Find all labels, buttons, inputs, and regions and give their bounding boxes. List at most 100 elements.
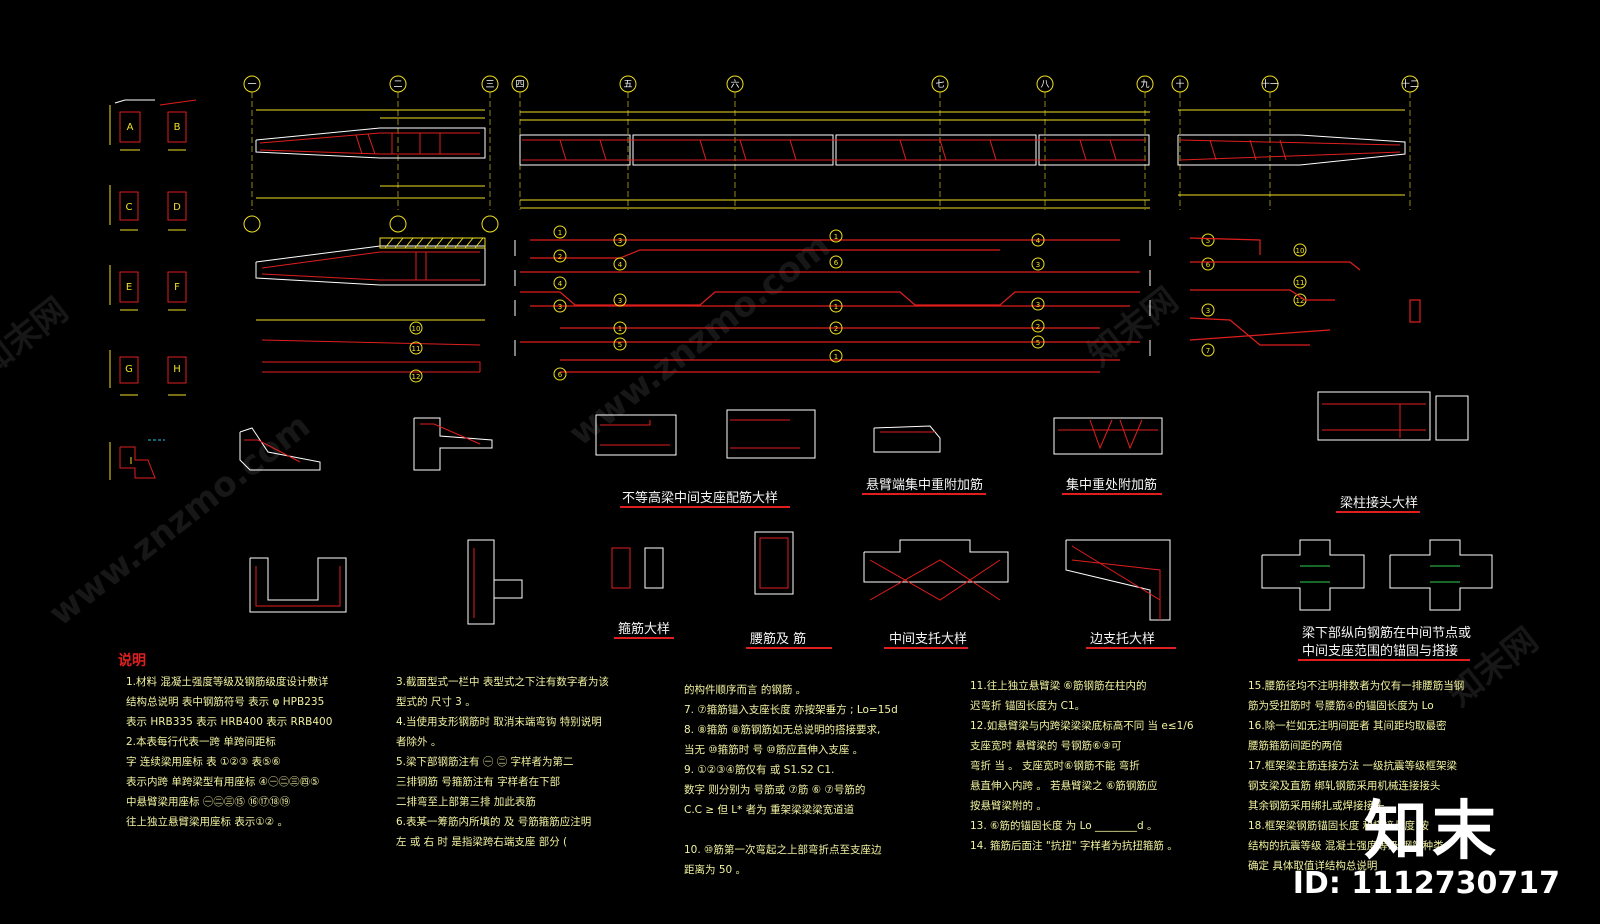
- waist-bar-title: 腰筋及 筋: [750, 632, 807, 647]
- rebar-mark-bubble: 3: [613, 293, 627, 307]
- stirrups: [559, 139, 1287, 161]
- axis-bubble: [389, 215, 407, 233]
- svg-text:11: 11: [412, 345, 421, 353]
- note-line: 的构件顺序而言 的钢筋 。: [684, 684, 807, 696]
- note-line: 16.除一栏如无注明间距者 其间距均取最密: [1248, 720, 1447, 732]
- note-line: 迟弯折 锚固长度为 C1。: [970, 700, 1086, 712]
- axis-bubble: 十二: [1401, 75, 1419, 210]
- note-line: 10. ⑩筋第一次弯起之上部弯折点至支座边: [684, 844, 882, 856]
- title-underline: [746, 647, 832, 649]
- section-letter: D: [173, 202, 181, 213]
- svg-text:10: 10: [1296, 247, 1305, 255]
- note-line: 5.梁下部钢筋注有 ㊀ ㊁ 字样者为第二: [396, 756, 574, 768]
- rebar-mark-bubble: 10: [1293, 243, 1307, 257]
- svg-text:六: 六: [730, 78, 739, 90]
- svg-text:3: 3: [1036, 301, 1040, 309]
- svg-text:12: 12: [1296, 297, 1305, 305]
- note-line: 钢支梁及直筋 绑轧钢筋采用机械连接接头: [1248, 780, 1441, 792]
- svg-text:七: 七: [935, 79, 944, 90]
- title-underline: [1062, 493, 1162, 495]
- title-underline: [620, 506, 790, 508]
- note-line: 9. ①②③④筋仅有 或 S1.S2 C1.: [684, 764, 835, 776]
- note-line: 三排钢筋 号箍筋注有 字样者在下部: [396, 776, 561, 788]
- section-letter: G: [125, 364, 133, 375]
- stirrup-mark: [739, 139, 747, 161]
- svg-text:5: 5: [618, 341, 622, 349]
- title-underline: [884, 647, 968, 649]
- stirrup-mark: [1109, 139, 1117, 161]
- title-underline: [862, 493, 986, 495]
- svg-text:十一: 十一: [1261, 78, 1279, 90]
- axis-bubble: [481, 215, 499, 233]
- note-line: 结构总说明 表中钢筋符号 表示 φ HPB235: [126, 696, 325, 708]
- note-line: 3.截面型式一栏中 表型式之下注有数字者为该: [396, 676, 609, 688]
- rebar-mark-bubble: 10: [409, 321, 423, 335]
- svg-text:1: 1: [834, 233, 838, 241]
- note-line: 中悬臂梁用座标 ㊀㊁㊂⑮ ⑯⑰⑱⑲: [126, 796, 291, 808]
- svg-text:3: 3: [558, 303, 562, 311]
- note-line: 表示内跨 单跨梁型有用座标 ④㊀㊁㊂㊃⑤: [126, 776, 320, 788]
- rebar-mark-bubble: 5: [1201, 233, 1215, 247]
- svg-text:5: 5: [1036, 339, 1040, 347]
- note-line: 二排弯至上部第三排 加此表筋: [396, 796, 536, 808]
- note-line: 型式的 尺寸 3 。: [396, 696, 476, 708]
- svg-text:11: 11: [1296, 279, 1305, 287]
- beam-column-joint-title: 梁柱接头大样: [1340, 496, 1419, 511]
- title-underline: [1336, 511, 1420, 513]
- cantilever-beam: [255, 237, 486, 373]
- section-letter: H: [173, 364, 181, 375]
- anchorage-title-2: 中间支座范围的锚固与搭接: [1302, 644, 1459, 659]
- mid-support-title: 中间支托大样: [889, 632, 968, 647]
- rebar-mark-bubble: 3: [613, 233, 627, 247]
- svg-text:3: 3: [1036, 261, 1040, 269]
- svg-text:6: 6: [558, 371, 563, 379]
- svg-text:7: 7: [1206, 347, 1210, 355]
- rebar-mark-bubble: 1: [613, 321, 627, 335]
- svg-text:3: 3: [618, 297, 622, 305]
- section-letter: E: [126, 282, 132, 293]
- note-line: 14. 箍筋后面注 "抗扭" 字样者为抗扭箍筋 。: [970, 840, 1178, 852]
- rebar-mark-bubble: 5: [613, 337, 627, 351]
- note-line: 结构的抗震等级 混凝土强度等级 钢筋种类: [1248, 840, 1444, 852]
- svg-text:五: 五: [623, 80, 632, 90]
- image-id: ID: 1112730717: [1292, 866, 1560, 901]
- svg-text:6: 6: [1206, 261, 1211, 269]
- beam-row-1: [255, 109, 1406, 209]
- rebar-mark-bubble: 1: [829, 349, 843, 363]
- note-line: 当无 ⑩箍筋时 号 ⑩筋应直伸入支座 。: [684, 744, 864, 756]
- rebar-mark-bubble: 2: [829, 321, 843, 335]
- svg-text:1: 1: [618, 325, 622, 333]
- note-line: 其余钢筋采用绑扎或焊接接头: [1248, 800, 1385, 812]
- rebar-mark-bubble: 12: [409, 369, 423, 383]
- svg-text:3: 3: [618, 237, 622, 245]
- note-line: 字 连续梁用座标 表 ①②③ 表⑤⑥: [126, 756, 281, 768]
- rebar-mark-bubble: 6: [829, 255, 843, 269]
- note-line: 15.腰筋径均不注明排数者为仅有一排腰筋当钢: [1248, 680, 1465, 692]
- detail-drawings: [239, 391, 1493, 625]
- svg-text:2: 2: [834, 325, 838, 333]
- svg-text:八: 八: [1040, 80, 1049, 90]
- svg-text:一: 一: [247, 80, 256, 90]
- note-line: 12.如悬臂梁与内跨梁梁梁底标高不同 当 e≤1/6: [970, 720, 1194, 732]
- note-line: 6.表某一筹筋内所填的 及 号筋箍筋应注明: [396, 816, 592, 828]
- svg-text:10: 10: [412, 325, 421, 333]
- note-line: 13. ⑥筋的锚固长度 为 Lo ________d 。: [970, 820, 1158, 832]
- axis-bubble: [243, 215, 261, 233]
- stirrup-mark: [1249, 139, 1257, 161]
- rebar-mark-bubble: 6: [553, 367, 567, 381]
- note-line: 距离为 50 。: [684, 864, 747, 876]
- section-letter: I: [130, 456, 133, 467]
- axis-bubble: 十: [1171, 75, 1189, 210]
- svg-text:12: 12: [412, 373, 421, 381]
- note-line: 数字 则分别为 号筋或 ⑦筋 ⑥ ⑦号筋的: [684, 784, 866, 796]
- svg-text:三: 三: [485, 80, 494, 90]
- rebar-mark-bubble: 2: [553, 249, 567, 263]
- svg-text:4: 4: [1036, 237, 1041, 245]
- note-line: 腰筋箍筋间距的两倍: [1248, 740, 1343, 752]
- stirrup-mark: [1079, 139, 1087, 161]
- note-line: C.C ≥ 但 L* 者为 重架梁梁梁宽道道: [684, 804, 855, 816]
- rebar-mark-bubble: 1: [553, 225, 567, 239]
